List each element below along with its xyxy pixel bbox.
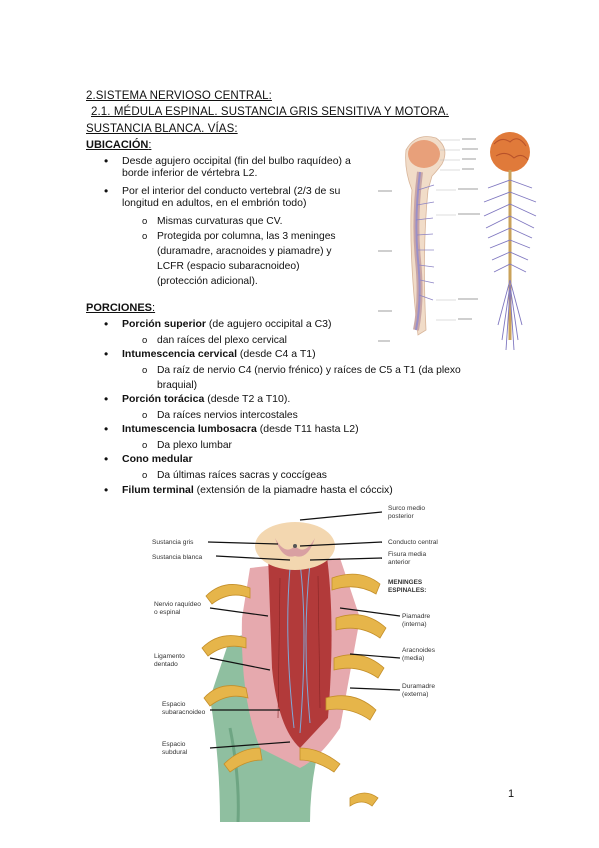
- label-subdural: Espacio: [162, 741, 186, 748]
- nervous-system-illustration: [376, 130, 546, 362]
- label-gris: Sustancia gris: [152, 539, 194, 546]
- list-item: Filum terminal (extensión de la piamadre…: [104, 483, 393, 497]
- label-conducto: Conducto central: [388, 539, 438, 546]
- spinal-cord-meninges-figure: Surco medio posterior Sustancia gris Sus…: [150, 498, 450, 822]
- label-piamadre: Piamadre: [402, 613, 431, 620]
- list-item: Por el interior del conducto vertebral (…: [104, 184, 340, 209]
- label-blanca: Sustancia blanca: [152, 554, 203, 561]
- list-item: Cono medular: [104, 452, 192, 466]
- label-subdural-2: subdural: [162, 749, 188, 756]
- chapter-title: 2.SISTEMA NERVIOSO CENTRAL:: [86, 90, 272, 102]
- label-nervio: Nervio raquídeo: [154, 601, 201, 608]
- label-ligamento: Ligamento: [154, 653, 185, 660]
- label-surco-2: posterior: [388, 513, 414, 520]
- label-aracnoides-2: (media): [402, 655, 424, 662]
- label-duramadre: Duramadre: [402, 683, 435, 690]
- label-ligamento-2: dentado: [154, 661, 178, 668]
- sub-list-item: o Protegida por columna, las 3 meninges …: [142, 231, 336, 287]
- label-meninges: MENINGES: [388, 579, 423, 586]
- section-title: 2.1. MÉDULA ESPINAL. SUSTANCIA GRIS SENS…: [91, 106, 449, 118]
- list-item: Porción superior (de agujero occipital a…: [104, 317, 331, 331]
- label-subarac: Espacio: [162, 701, 186, 708]
- label-nervio-2: o espinal: [154, 609, 181, 616]
- label-subarac-2: subaracnoideo: [162, 709, 206, 716]
- label-fisura: Fisura media: [388, 551, 426, 558]
- section-title-cont: SUSTANCIA BLANCA. VÍAS:: [86, 123, 238, 135]
- porciones-heading: PORCIONES:: [86, 302, 156, 314]
- label-meninges-2: ESPINALES:: [388, 587, 426, 594]
- label-fisura-2: anterior: [388, 559, 411, 566]
- list-item: Desde agujero occipital (fin del bulbo r…: [104, 154, 351, 179]
- ubicacion-heading: UBICACIÓN:: [86, 139, 152, 151]
- list-item: Intumescencia cervical (desde C4 a T1): [104, 347, 316, 361]
- label-surco: Surco medio: [388, 505, 425, 512]
- sub-list-item: o Da raíz de nervio C4 (nervio frénico) …: [142, 365, 461, 391]
- page-number: 1: [508, 788, 515, 800]
- label-aracnoides: Aracnoides: [402, 647, 436, 654]
- list-item: Porción torácica (desde T2 a T10).: [104, 392, 290, 406]
- list-item: Intumescencia lumbosacra (desde T11 hast…: [104, 422, 359, 436]
- label-piamadre-2: (interna): [402, 621, 427, 628]
- label-duramadre-2: (externa): [402, 691, 428, 698]
